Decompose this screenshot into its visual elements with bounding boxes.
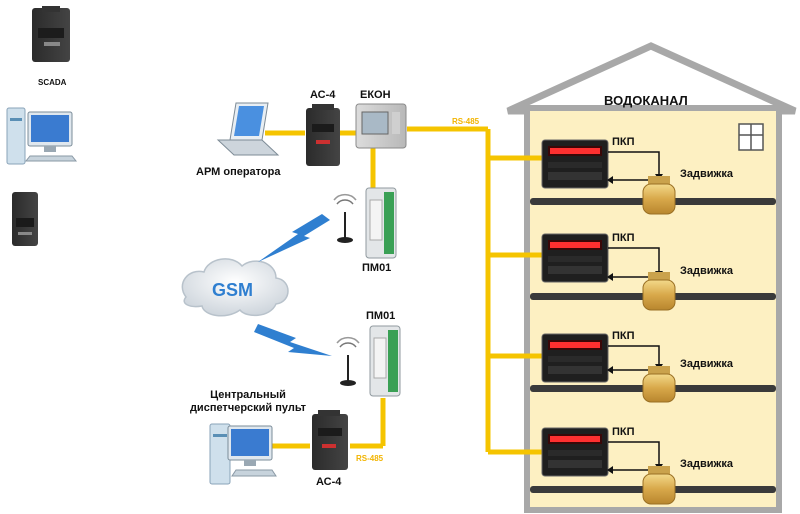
pkp-label: ПКП (612, 232, 635, 244)
dispatch-label-line1: Центральный (210, 389, 286, 401)
floor-4 (541, 427, 676, 505)
rs485-bottom-label: RS-485 (356, 454, 384, 463)
rs485-bus (265, 126, 543, 455)
valve-label: Задвижка (680, 168, 733, 180)
floor-3 (541, 333, 676, 403)
pm01-top-label: ПМ01 (362, 262, 392, 274)
pm01-modem-bottom (369, 325, 401, 397)
scada-label: SCADA (38, 78, 67, 87)
controller-device-icon (12, 192, 38, 246)
ac4-converter-top (306, 104, 340, 166)
pkp-label: ПКП (612, 136, 635, 148)
desktop-computer-icon (6, 107, 78, 165)
building-title: ВОДОКАНАЛ (604, 93, 688, 108)
ekon-label: ЕКОН (360, 89, 391, 101)
ac4-bottom-label: АС-4 (316, 476, 342, 488)
antenna-icon-bottom (336, 336, 360, 386)
pm01-modem-top (365, 187, 397, 259)
window-icon (738, 123, 764, 151)
arm-label: АРМ оператора (196, 166, 281, 178)
rs485-top-label: RS-485 (452, 117, 480, 126)
dispatch-computer-icon (209, 423, 277, 485)
wireless-link-icon (254, 214, 332, 356)
dispatch-label-line2: диспетчерский пульт (189, 402, 307, 414)
valve-label: Задвижка (680, 458, 733, 470)
scada-device-icon (32, 6, 70, 62)
gsm-label: GSM (212, 280, 254, 300)
floor-1 (541, 139, 676, 215)
pkp-label: ПКП (612, 426, 635, 438)
antenna-icon-top (333, 193, 357, 243)
pkp-label: ПКП (612, 330, 635, 342)
gsm-cloud (181, 258, 289, 317)
valve-label: Задвижка (680, 358, 733, 370)
pm01-bottom-label: ПМ01 (366, 310, 396, 322)
floor-2 (541, 233, 676, 311)
ac4-converter-bottom (312, 410, 348, 470)
valve-label: Задвижка (680, 265, 733, 277)
ekon-module (355, 103, 407, 149)
laptop-icon (216, 102, 280, 156)
ac4-top-label: АС-4 (310, 89, 336, 101)
